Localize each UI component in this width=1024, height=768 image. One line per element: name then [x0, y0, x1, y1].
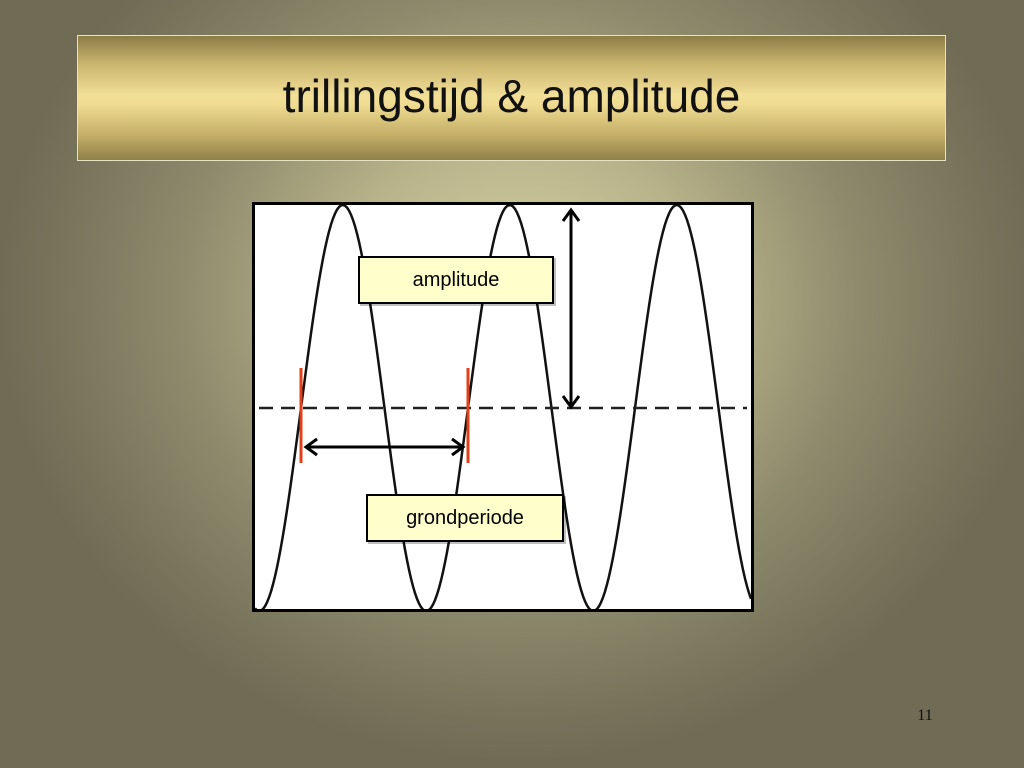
- amplitude-label-text: amplitude: [412, 268, 500, 291]
- period-label: grondperiode: [366, 494, 564, 542]
- wave-svg: [255, 205, 751, 609]
- period-arrow-left-head: [303, 437, 318, 457]
- amplitude-arrow-top-head: [561, 207, 581, 222]
- amplitude-arrow-bottom-head: [561, 395, 581, 410]
- slide-title: trillingstijd & amplitude: [282, 70, 741, 122]
- amplitude-label: amplitude: [358, 256, 554, 304]
- period-arrow-right-head: [451, 437, 466, 457]
- slide-number: 11: [917, 707, 933, 724]
- sine-wave: [255, 205, 751, 609]
- period-label-text: grondperiode: [406, 506, 524, 529]
- title-banner: trillingstijd & amplitude: [77, 35, 946, 161]
